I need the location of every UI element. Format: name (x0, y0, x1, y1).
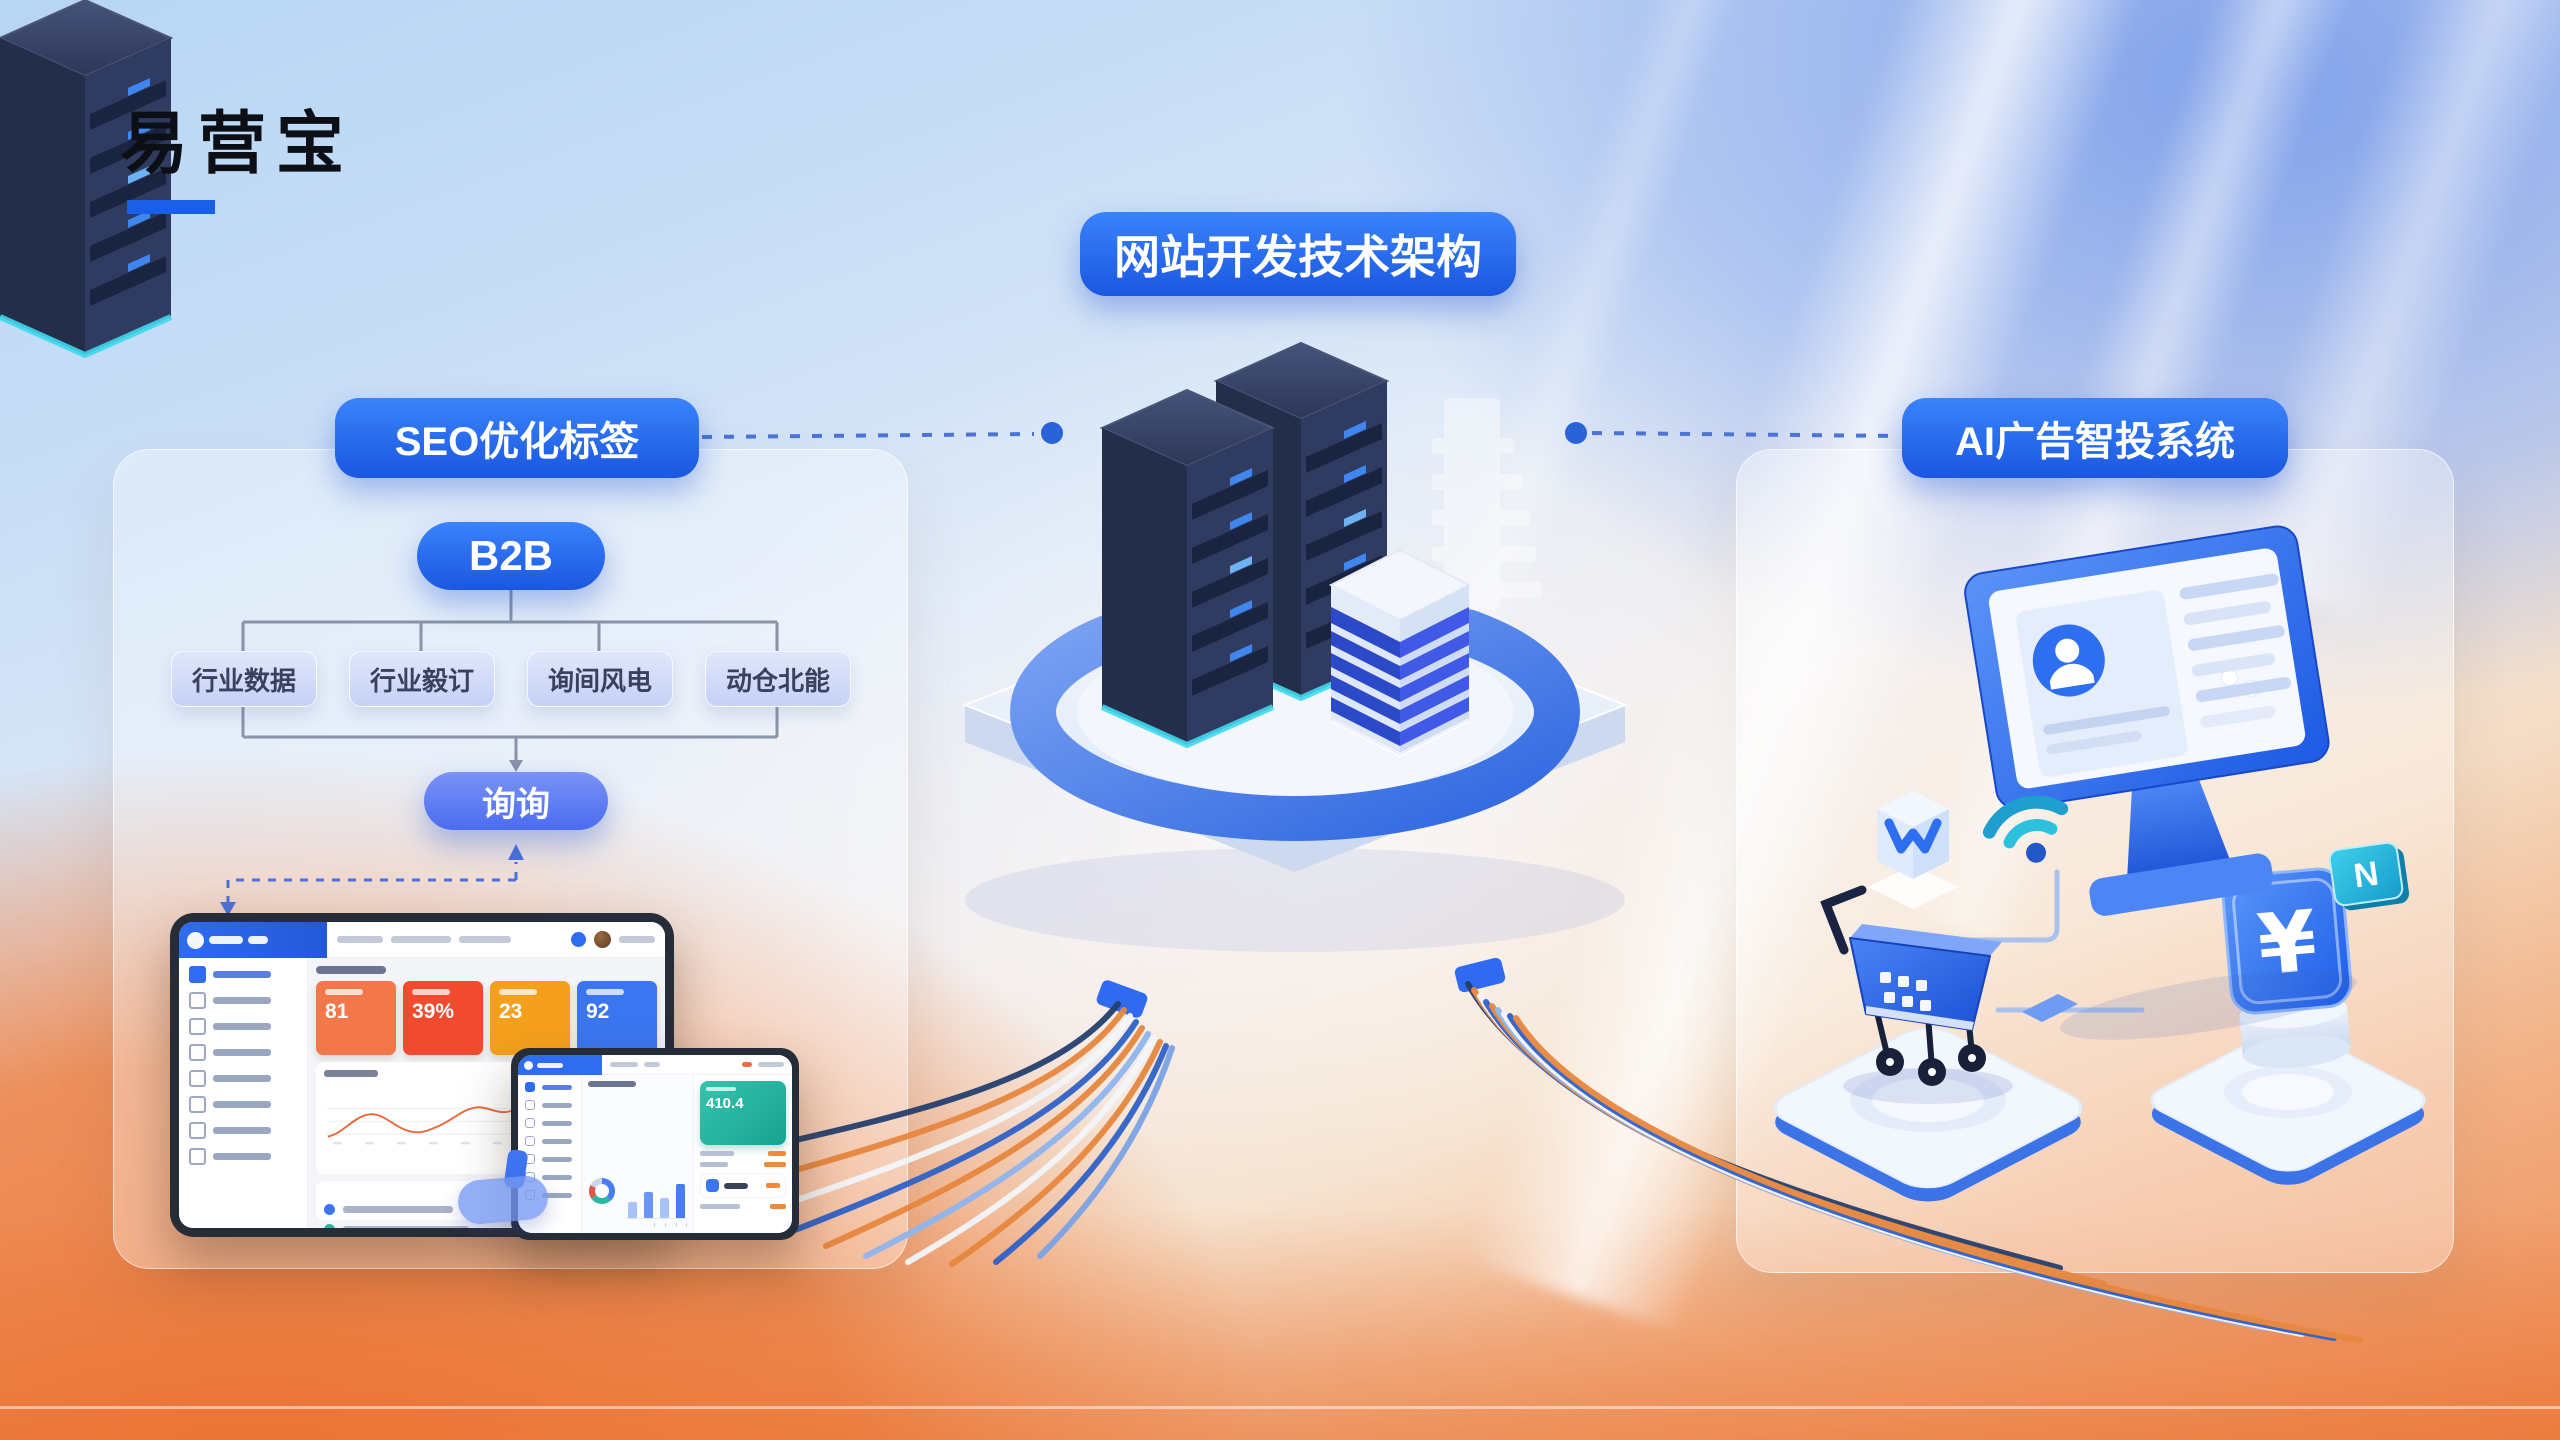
badge-architecture: 网站开发技术架构 (1080, 212, 1516, 296)
stat-cards: 81 39% 23 92 (316, 981, 657, 1055)
stat-value: 39% (412, 1000, 455, 1023)
list-item (700, 1162, 786, 1167)
sidebar-item (189, 1096, 307, 1113)
menu-icon (189, 966, 206, 983)
stat-card: 81 (316, 981, 396, 1055)
line-chart (326, 1106, 527, 1145)
tree-child-3: 询间风电 (527, 651, 673, 707)
list-item (700, 1204, 786, 1209)
stat-value: 23 (499, 1000, 523, 1023)
menu-icon (189, 1018, 206, 1035)
axis-labels (588, 1223, 687, 1227)
stat-card: 92 (577, 981, 657, 1055)
dashboard-sidebar (179, 958, 308, 1228)
list-item (700, 1151, 786, 1156)
dashboard-tablet-small: 410.4 (511, 1048, 799, 1240)
tree-result-node: 询询 (424, 772, 608, 830)
tree-root-b2b: B2B (417, 522, 605, 590)
title-underline (127, 200, 215, 214)
stat-card: 39% (403, 981, 483, 1055)
badge-seo: SEO优化标签 (335, 398, 699, 478)
bottom-divider-line (0, 1406, 2560, 1409)
dashboard-logo (179, 922, 327, 958)
mini-card (700, 1173, 786, 1198)
menu-icon (189, 1096, 206, 1113)
stat-icon (706, 1179, 719, 1192)
sidebar-item (189, 1018, 307, 1035)
logo-icon (187, 931, 204, 949)
badge-ai: AI广告智投系统 (1902, 398, 2288, 478)
section-title-bar (316, 966, 386, 974)
page-title: 易营宝 (120, 106, 355, 182)
menu-icon (189, 1148, 206, 1165)
donut-chart (589, 1178, 615, 1204)
stat-card: 23 (490, 981, 570, 1055)
kpi-card: 410.4 (700, 1081, 786, 1145)
dashboard-header (179, 922, 665, 958)
user-avatar (594, 931, 611, 948)
sidebar-item (189, 966, 307, 983)
menu-icon (189, 1044, 206, 1061)
notification-icon (571, 932, 586, 947)
dashboard-topbar (327, 922, 665, 958)
menu-icon (189, 1070, 206, 1087)
dashboard-right-column: 410.4 (693, 1075, 792, 1233)
tree-child-4: 动仓北能 (705, 651, 851, 707)
menu-icon (189, 1122, 206, 1139)
sidebar-item (189, 1148, 307, 1165)
dashboard-logo (518, 1055, 602, 1075)
stat-value: 92 (586, 1000, 610, 1023)
dashboard-sidebar (518, 1075, 582, 1233)
line-chart-panel (316, 1062, 537, 1174)
sidebar-item (189, 1122, 307, 1139)
ai-cluster-panel (1736, 449, 2454, 1273)
sidebar-item (189, 992, 307, 1009)
sidebar-item (189, 1070, 307, 1087)
dashboard-header (518, 1055, 792, 1075)
sidebar-item (189, 1044, 307, 1061)
dashboard-main (582, 1075, 693, 1233)
tree-child-1: 行业数据 (171, 651, 317, 707)
stat-value: 81 (325, 1000, 349, 1023)
tree-child-2: 行业毅订 (349, 651, 495, 707)
bar-chart (626, 1162, 687, 1219)
kpi-value: 410.4 (706, 1095, 744, 1112)
menu-icon (189, 992, 206, 1009)
section-title-bar (588, 1081, 636, 1087)
